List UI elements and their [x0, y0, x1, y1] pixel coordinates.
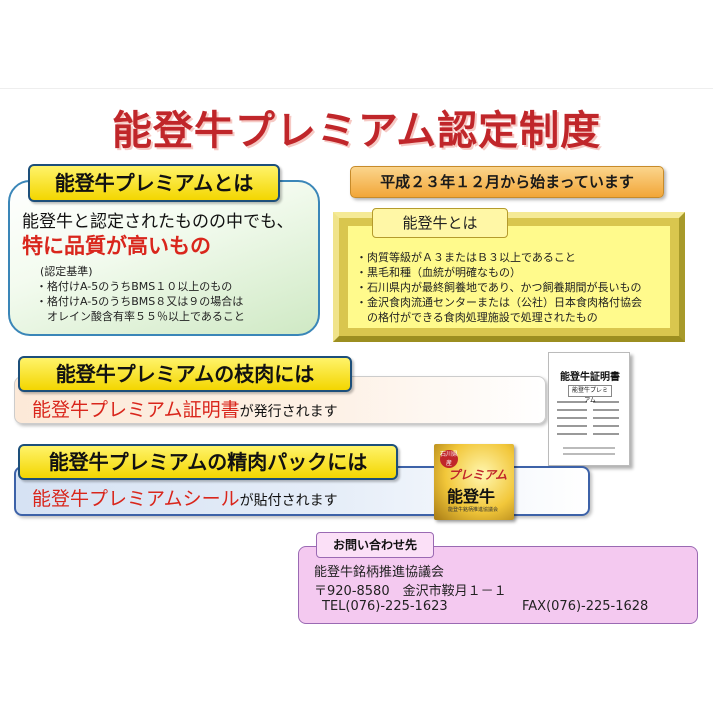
contact-fax: FAX(076)-225-1628: [522, 599, 649, 614]
carcass-suffix: が発行されます: [239, 404, 338, 420]
premium-definition-label: 能登牛プレミアムとは: [28, 164, 280, 202]
premium-definition-highlight: 特に品質が高いもの: [22, 234, 211, 258]
carcass-message: 能登牛プレミアム証明書が発行されます: [32, 395, 338, 422]
pack-suffix: が貼付されます: [239, 493, 338, 509]
certificate-image: [548, 352, 630, 466]
pack-message: 能登牛プレミアムシールが貼付されます: [32, 484, 338, 511]
certificate-title: 能登牛証明書: [560, 372, 620, 383]
contact-box: [298, 546, 698, 624]
content-frame: [0, 88, 713, 617]
contact-phone: TEL(076)-225-1623: [322, 599, 448, 614]
contact-organization: 能登牛銘柄推進協議会: [314, 565, 445, 580]
noto-criteria-item: ・肉質等級がＡ３またはＢ３以上であること: [356, 251, 576, 264]
seal-premium-text: プレミアム: [448, 468, 508, 482]
criteria-item: ・格付けA-5のうちBMS８又は９の場合は: [36, 295, 244, 308]
noto-criteria-item: ・黒毛和種（血統が明確なもの）: [356, 266, 521, 279]
seal-brand-text: 能登牛: [447, 487, 496, 506]
seal-origin-mark: 石川県産: [440, 450, 459, 468]
carcass-label: 能登牛プレミアムの枝肉には: [18, 356, 352, 392]
certificate-badge: 能登牛プレミアム: [568, 385, 612, 404]
noto-beef-definition-label: 能登牛とは: [372, 208, 508, 238]
contact-address: 〒920-8580 金沢市鞍月１－１: [314, 584, 507, 599]
noto-criteria-item: ・石川県内が最終飼養地であり、かつ飼養期間が長いもの: [356, 281, 642, 294]
criteria-title: (認定基準): [40, 265, 93, 278]
contact-label: お問い合わせ先: [316, 532, 434, 558]
noto-criteria-item: の格付ができる食肉処理施設で処理されたもの: [356, 311, 598, 324]
seal-highlight: 能登牛プレミアムシール: [32, 488, 240, 510]
pack-label: 能登牛プレミアムの精肉パックには: [18, 444, 398, 480]
premium-definition-line1: 能登牛と認定されたものの中でも、: [22, 212, 294, 232]
noto-beef-definition-panel: [348, 226, 670, 328]
certificate-highlight: 能登牛プレミアム証明書: [32, 399, 240, 421]
seal-issuer-text: 能登牛銘柄推進協議会: [448, 507, 499, 513]
noto-criteria-item: ・金沢食肉流通センターまたは（公社）日本食肉格付協会: [356, 296, 642, 309]
start-date-banner: 平成２３年１２月から始まっています: [350, 166, 664, 198]
criteria-item: オレイン酸含有率５５％以上であること: [36, 310, 245, 323]
page-title: 能登牛プレミアム認定制度: [111, 108, 602, 154]
premium-definition-box: [8, 180, 320, 336]
criteria-item: ・格付けA-5のうちBMS１０以上のもの: [36, 280, 233, 293]
